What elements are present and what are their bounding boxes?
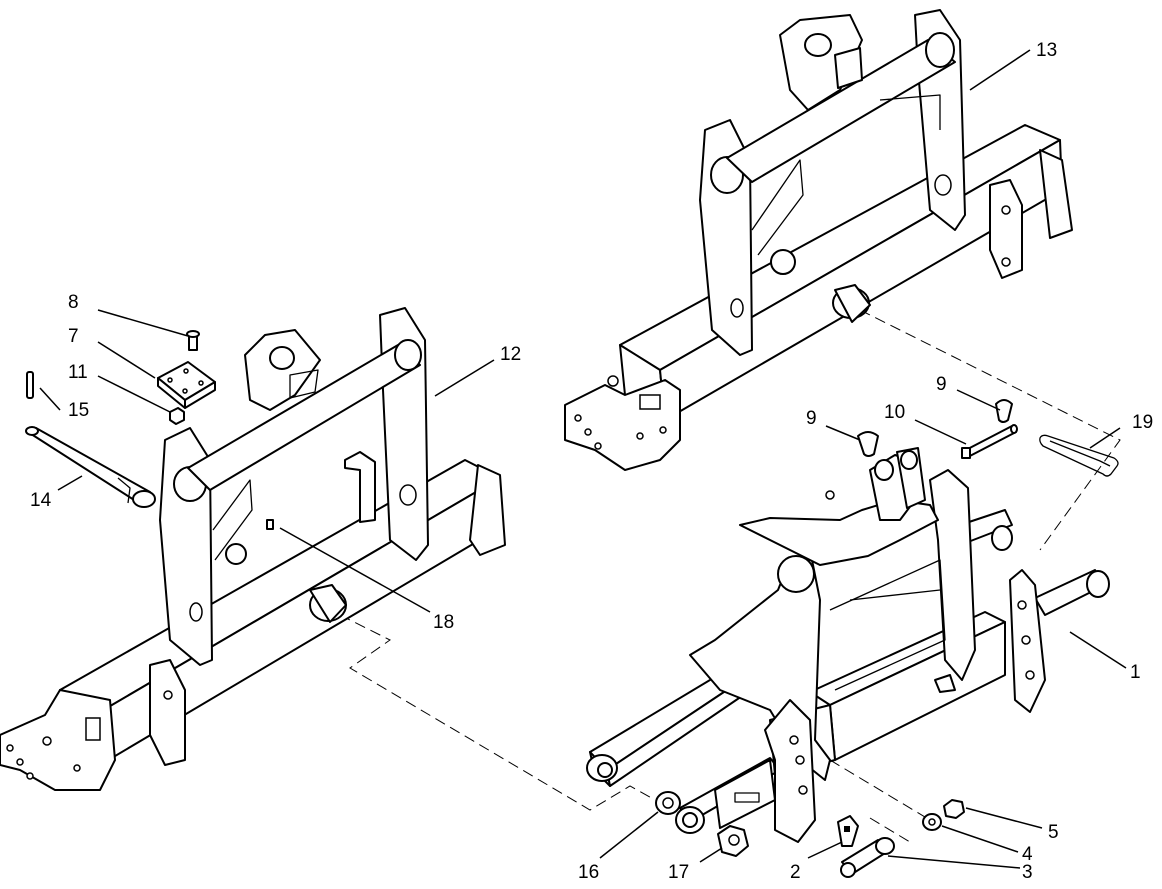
part-3-pin [840,837,895,878]
callout-3: 3 [1022,862,1033,883]
part-7-plate [157,361,216,409]
part-18-fitting [266,519,274,530]
callout-15: 15 [68,400,89,421]
callout-18: 18 [433,612,454,633]
part-10-pin [961,424,1018,459]
callout-2: 2 [790,862,801,883]
part-13-upper-frame [564,9,1073,471]
callout-13: 13 [1036,40,1057,61]
callout-19: 19 [1132,412,1153,433]
part-8-bolt [186,330,200,351]
part-16-washer [655,791,681,815]
callout-17: 17 [668,862,689,883]
part-19-chain [1039,434,1119,477]
callout-12: 12 [500,344,521,365]
callout-5: 5 [1048,822,1059,843]
leader-lines [39,49,1127,869]
callout-10: 10 [884,402,905,423]
callout-9-left: 9 [806,408,817,429]
part-12-left-frame [0,307,506,791]
callout-1: 1 [1130,662,1141,683]
part-5-nut [943,799,965,819]
callout-16: 16 [578,862,599,883]
part-9-clip-right [995,399,1013,423]
callout-8: 8 [68,292,79,313]
part-9-clip-left [857,431,879,457]
part-1-lower-frame [586,447,1110,843]
assembly-dashed-lines [339,309,1121,843]
callout-4: 4 [1022,844,1033,865]
part-2-clip [837,815,859,847]
part-4-washer [922,813,942,831]
part-17-nut [717,825,749,857]
callout-14: 14 [30,490,52,511]
callout-labels: 8 7 11 15 14 12 13 18 9 9 10 19 1 16 17 … [30,40,1153,883]
part-15-roll-pin [26,371,34,399]
part-14-pin [25,426,156,508]
part-11-nut [169,407,185,425]
callout-7: 7 [68,326,79,347]
callout-11: 11 [68,362,88,383]
callout-9-right: 9 [936,374,947,395]
